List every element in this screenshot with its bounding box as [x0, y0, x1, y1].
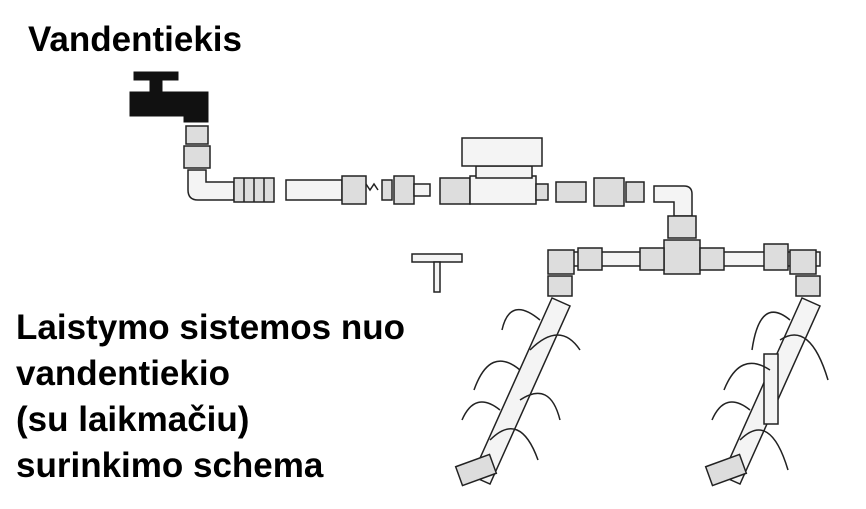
caption-line: vandentiekio [16, 354, 230, 393]
diagram-caption: Laistymo sistemos nuo vandentiekio (su l… [16, 305, 405, 489]
quick-connector [555, 177, 645, 207]
caption-line: Laistymo sistemos nuo [16, 308, 405, 347]
caption-line: (su laikmačiu) [16, 400, 250, 439]
tee-joint [547, 239, 821, 297]
water-tap-icon [129, 71, 209, 123]
elbow-pipe [187, 169, 235, 201]
adapter [381, 175, 431, 205]
elbow-down [653, 185, 693, 217]
right-drip-line [704, 297, 829, 487]
tap-connector [183, 125, 211, 169]
tee-connector-top [667, 215, 697, 239]
left-drip-line [454, 297, 581, 487]
filter [285, 175, 379, 205]
hose-connector [233, 177, 275, 203]
diagram-title: Vandentiekis [28, 20, 242, 59]
stake-tool [411, 253, 463, 293]
caption-line: surinkimo schema [16, 446, 324, 485]
water-timer [439, 137, 549, 205]
